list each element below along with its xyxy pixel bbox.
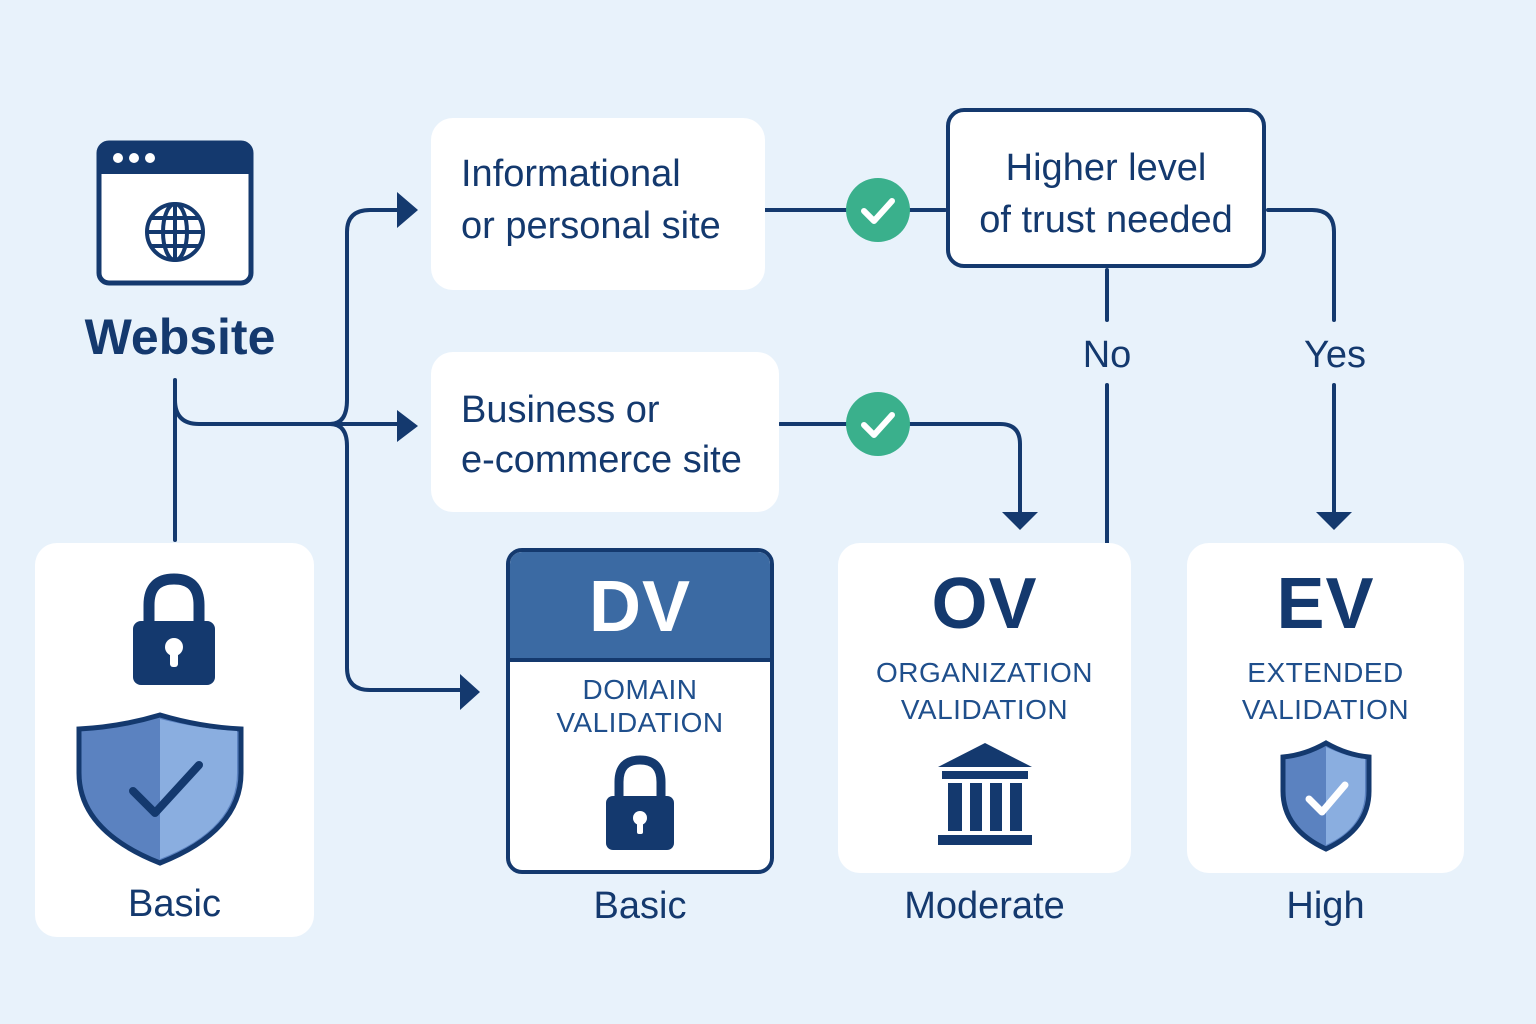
- basic-security-card: Basic: [35, 543, 314, 937]
- dv-certificate-card: DV DOMAIN VALIDATION: [506, 548, 774, 874]
- arrowhead-business: [397, 410, 418, 442]
- padlock-icon: [604, 754, 676, 852]
- ov-level-label: Moderate: [904, 885, 1065, 927]
- business-site-node: Business or e-commerce site: [431, 352, 779, 512]
- shield-check-icon: [1279, 739, 1373, 853]
- informational-line1: Informational: [461, 153, 681, 195]
- basic-level-label: Basic: [128, 883, 221, 925]
- dv-line1: DOMAIN: [582, 674, 698, 705]
- check-icon: [846, 178, 910, 242]
- browser-globe-icon: [96, 140, 254, 286]
- arrowhead-ov: [1002, 512, 1038, 530]
- ov-line2: VALIDATION: [900, 694, 1069, 725]
- bank-building-icon: [936, 741, 1034, 847]
- dv-line2: VALIDATION: [556, 707, 724, 738]
- ev-line2: VALIDATION: [1241, 694, 1410, 725]
- no-branch-label: No: [1082, 334, 1132, 376]
- ov-abbr: OV: [931, 564, 1038, 644]
- branch-to-informational: [328, 208, 407, 426]
- ev-certificate-card: EV EXTENDED VALIDATION: [1187, 543, 1464, 873]
- business-line1: Business or: [461, 389, 660, 431]
- informational-site-node: Informational or personal site: [431, 118, 765, 290]
- padlock-icon: [131, 571, 217, 687]
- dv-header: [510, 552, 770, 662]
- trust-line1: Higher level: [1005, 147, 1207, 189]
- dv-level-label: Basic: [593, 885, 687, 927]
- shield-check-icon: [75, 711, 245, 867]
- ov-certificate-card: OV ORGANIZATION VALIDATION: [838, 543, 1131, 873]
- website-branch-line: [173, 398, 332, 426]
- check-icon: [846, 392, 910, 456]
- trust-decision-node: Higher level of trust needed: [946, 108, 1266, 268]
- ev-line1: EXTENDED: [1247, 657, 1404, 688]
- ev-abbr: EV: [1276, 564, 1375, 644]
- business-line2: e-commerce site: [461, 439, 742, 481]
- arrowhead-dv: [460, 674, 480, 710]
- informational-line2: or personal site: [461, 205, 721, 247]
- ev-level-label: High: [1286, 885, 1365, 927]
- arrowhead-ev: [1316, 512, 1352, 530]
- yes-branch-label: Yes: [1304, 334, 1366, 376]
- dv-abbr: DV: [588, 567, 692, 647]
- website-label: Website: [84, 309, 276, 365]
- business-to-ov: [778, 422, 1022, 517]
- ov-line1: ORGANIZATION: [875, 657, 1094, 688]
- trust-yes-line-top: [1266, 208, 1336, 322]
- trust-line2: of trust needed: [979, 199, 1233, 241]
- arrowhead-informational: [397, 192, 418, 228]
- branch-to-dv: [328, 422, 464, 692]
